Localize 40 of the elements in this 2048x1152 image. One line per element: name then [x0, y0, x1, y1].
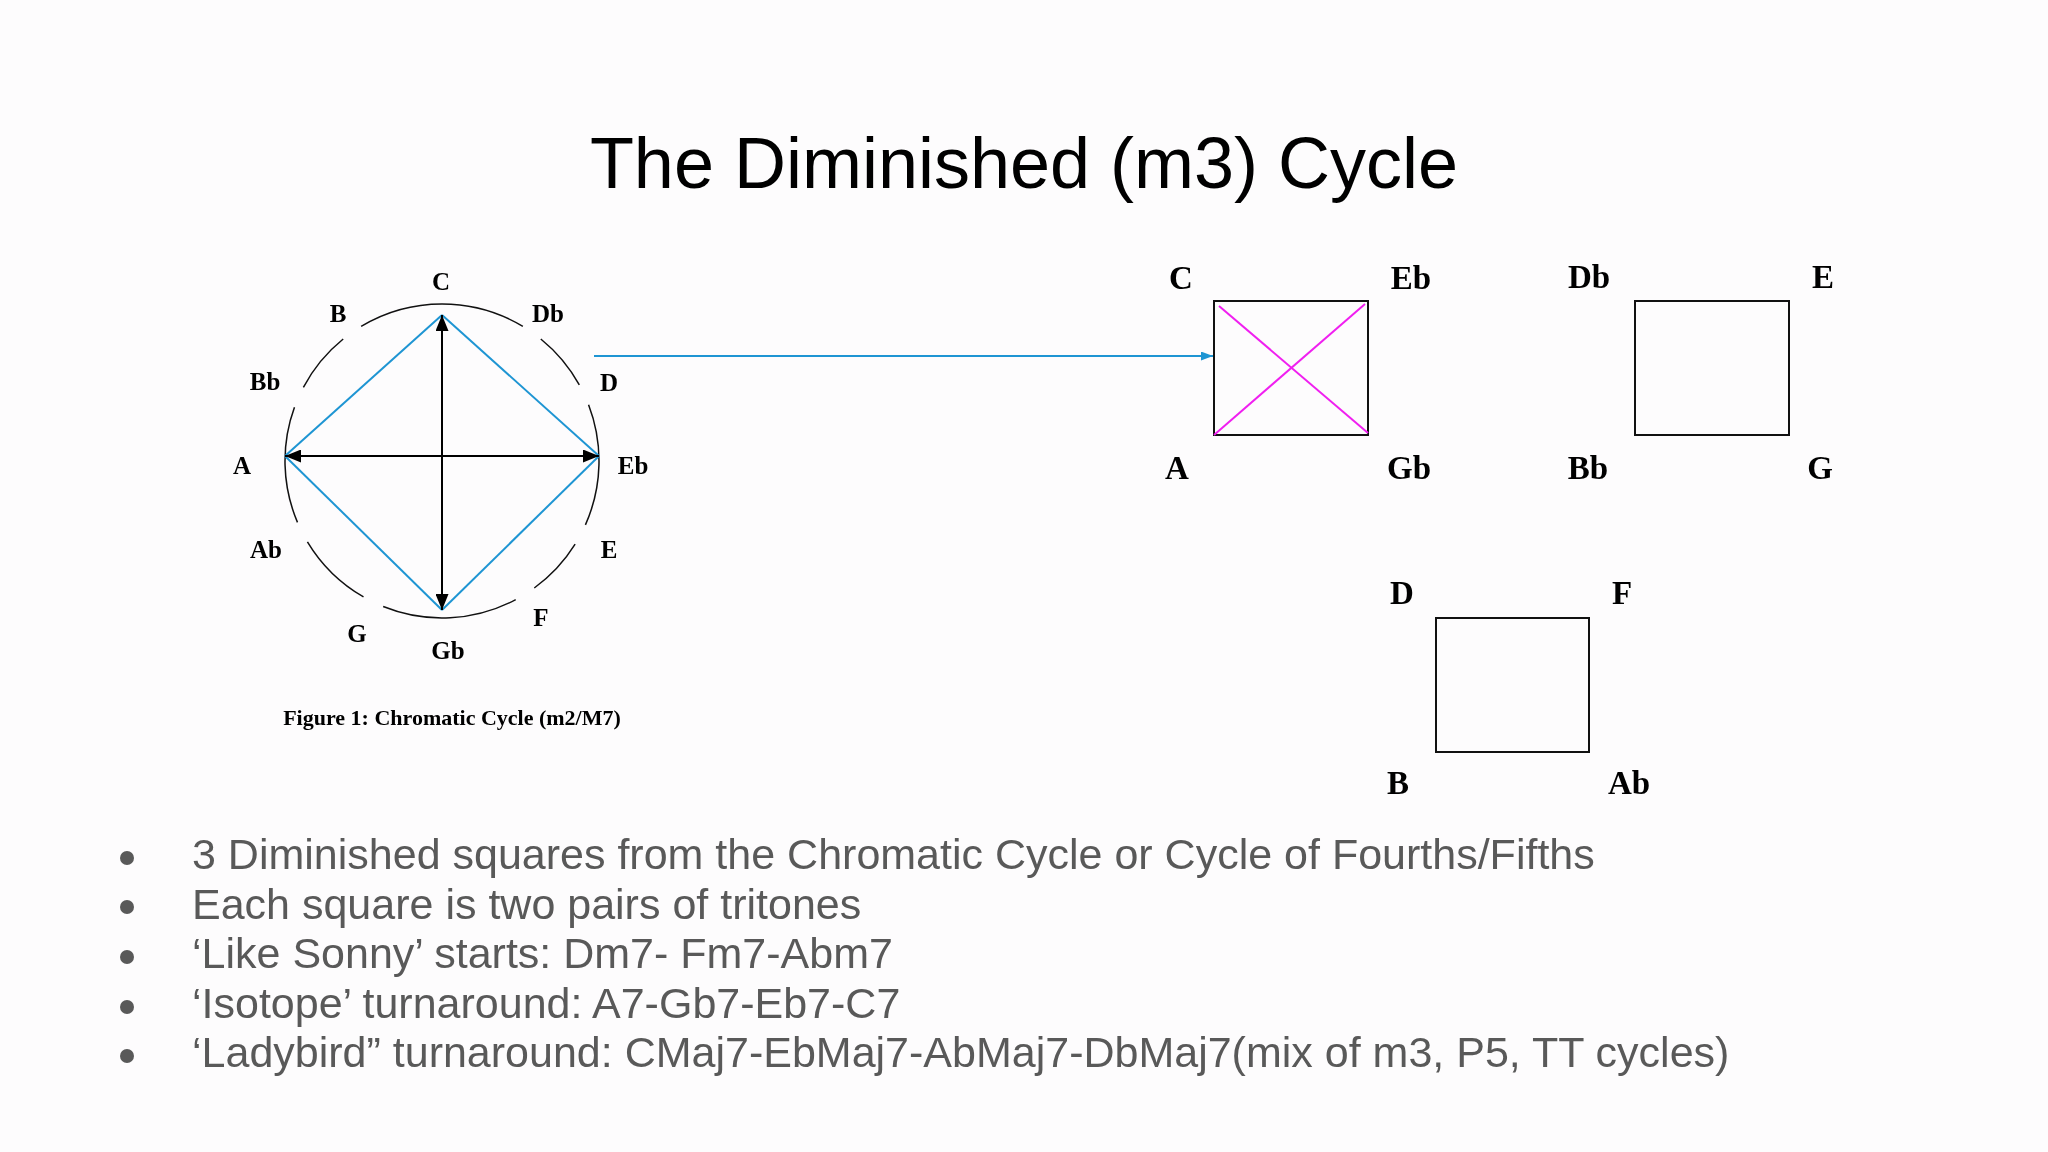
list-item-text: ‘Ladybird” turnaround: CMaj7-EbMaj7-AbMaj7-DbMaj7(mix of m3, P5, TT cycles)	[192, 1028, 1730, 1078]
note-label: Db	[532, 303, 564, 323]
note-label: D	[1390, 581, 1414, 607]
connector-line	[441, 455, 600, 611]
note-label: B	[1387, 771, 1409, 797]
note-label: Eb	[1390, 266, 1432, 292]
connector-line	[284, 455, 443, 611]
figure-caption: Figure 1: Chromatic Cycle (m2/M7)	[283, 707, 621, 729]
note-label: B	[329, 303, 347, 323]
list-item-text: ‘Like Sonny’ starts: Dm7- Fm7-Abm7	[192, 929, 893, 979]
note-label: Ab	[250, 539, 282, 559]
note-label: D	[599, 372, 619, 392]
note-label: G	[347, 623, 367, 643]
note-label: A	[232, 455, 252, 475]
note-label: E	[1812, 265, 1834, 291]
note-label: C	[1169, 266, 1193, 292]
note-label: E	[600, 539, 618, 559]
note-label: Bb	[249, 371, 281, 391]
note-label: Eb	[617, 455, 649, 475]
note-label: A	[1165, 456, 1189, 482]
square-outline	[1435, 617, 1590, 753]
crossed-square	[1213, 300, 1369, 436]
list-item-text: Each square is two pairs of tritones	[192, 879, 862, 930]
double-headed-arrow	[435, 314, 449, 611]
note-label: F	[1611, 581, 1633, 607]
note-label: Ab	[1607, 771, 1651, 797]
list-item-text: ‘Isotope’ turnaround: A7-Gb7-Eb7-C7	[192, 978, 901, 1029]
list-item-text: 3 Diminished squares from the Chromatic Cycle or Cycle of Fourths/Fifths	[192, 830, 1595, 880]
note-label: G	[1807, 456, 1833, 482]
square-outline	[1634, 300, 1790, 436]
note-label: Gb	[1387, 456, 1431, 482]
double-headed-arrow	[284, 449, 600, 463]
arrow	[593, 351, 1214, 361]
note-label: Db	[1567, 265, 1611, 291]
note-label: F	[533, 607, 549, 627]
connector-line	[441, 314, 600, 457]
connector-line	[284, 314, 443, 457]
note-label: Bb	[1567, 456, 1609, 482]
note-label: C	[431, 271, 451, 291]
note-label: Gb	[431, 640, 465, 660]
